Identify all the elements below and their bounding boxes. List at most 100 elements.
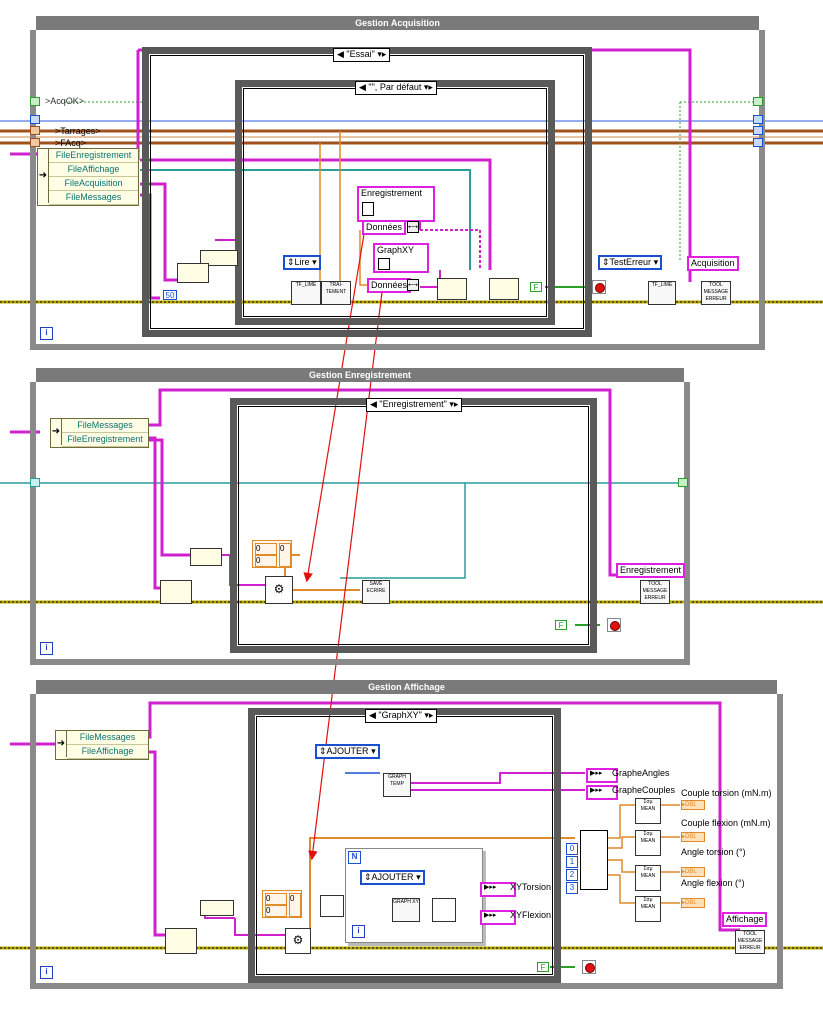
- iteration-terminal: i: [40, 642, 53, 655]
- label-facq: >FAcq>: [55, 138, 87, 148]
- arrow-donnees-to-aff: [308, 291, 383, 861]
- label-graphecouples: GrapheCouples: [612, 785, 676, 795]
- label-acqok: >AcqOK>: [45, 96, 85, 106]
- constant-false-acq: F: [530, 282, 542, 292]
- while-loop-enregistrement: Gestion Enregistrement i: [30, 368, 690, 665]
- index-constants: 0 1 2 3: [566, 843, 578, 894]
- tf-lime-node-2: TF_LIME: [648, 281, 676, 305]
- unbundle-acquisition: ➜ FileEnregistrement FileAffichage FileA…: [37, 148, 139, 206]
- label-xytorsion: XYTorsion: [510, 882, 552, 892]
- dbl-indicator: ▸DBL: [681, 800, 705, 810]
- shift-register-facq-out: [753, 138, 763, 147]
- dequeue-node-enr: [160, 580, 192, 604]
- grapheangles-terminal: ▶▸▸: [586, 768, 618, 783]
- cluster-constant-enr: 0 0 0: [252, 540, 292, 568]
- bundle-item: FileEnregistrement: [62, 433, 148, 447]
- dbl-indicator: ▸DBL: [681, 867, 705, 877]
- cluster-constant-aff: 0 0 0: [262, 890, 302, 918]
- stop-terminal-acq: [592, 280, 606, 294]
- for-loop: N i: [345, 848, 483, 943]
- enum-testerreur[interactable]: ⇕TestErreur ▾: [598, 255, 663, 270]
- while-loop-affichage: Gestion Affichage i: [30, 680, 783, 989]
- case-selector-enregistrement[interactable]: ◀ "Enregistrement" ▾▸: [366, 398, 463, 412]
- loop-title: Gestion Acquisition: [36, 16, 759, 30]
- bundle-item: FileAffichage: [67, 745, 148, 759]
- label-angle-torsion: Angle torsion (°): [681, 847, 746, 857]
- shift-register-blue-out: [753, 115, 763, 124]
- dequeue-node: [177, 263, 209, 283]
- shift-register-acqok-in: [30, 97, 40, 106]
- constant-false-enr: F: [555, 620, 567, 630]
- label-angle-flexion: Angle flexion (°): [681, 878, 745, 888]
- xytorsion-terminal: ▶▸▸: [480, 882, 516, 897]
- graph-temp-node: GRAPH TEMP: [383, 773, 411, 797]
- unbundle-node-aff: [200, 900, 234, 916]
- iteration-terminal: i: [40, 966, 53, 979]
- shift-register-teal-out: [678, 478, 688, 487]
- indicator-graphxy: GraphXY: [373, 243, 429, 273]
- unbundle-node-enr: [190, 548, 222, 566]
- bundle-donnees-2: Données: [367, 278, 412, 293]
- shift-register-facq-in: [30, 138, 40, 147]
- unbundle-enregistrement: ➜ FileMessages FileEnregistrement: [50, 418, 149, 448]
- bundle-item: FileAcquisition: [49, 177, 138, 191]
- indicator-enregistrement: Enregistrement: [357, 186, 435, 222]
- gear-icon: ⚙: [265, 576, 293, 604]
- label-tarrages: >Tarrages>: [55, 126, 101, 136]
- case-selector-graphxy[interactable]: ◀ "GraphXY" ▾▸: [365, 709, 438, 723]
- stop-terminal-aff: [582, 960, 596, 974]
- iteration-terminal: i: [40, 327, 53, 340]
- index-array-main: [580, 830, 608, 890]
- unbundle-node: [200, 250, 238, 266]
- bundle-item: FileMessages: [49, 191, 138, 205]
- label-acquisition: Acquisition: [687, 256, 739, 271]
- bundle-item: FileMessages: [67, 731, 148, 745]
- bundle-item: FileEnregistrement: [49, 149, 138, 163]
- shift-register-tarrages-in: [30, 126, 40, 135]
- case-selector-default[interactable]: ◀ "", Par défaut ▾▸: [355, 81, 437, 95]
- constant-50: 50: [163, 290, 177, 300]
- label-affichage: Affichage: [722, 912, 768, 927]
- gear-icon: ⚙: [285, 928, 311, 954]
- dbl-indicator: ▸DBL: [681, 832, 705, 842]
- bundle-item: FileAffichage: [49, 163, 138, 177]
- enum-ajouter-1[interactable]: ⇕AJOUTER ▾: [315, 744, 380, 759]
- case-selector-essai[interactable]: ◀ "Essai" ▾▸: [333, 48, 391, 62]
- unbundle-affichage: ➜ FileMessages FileAffichage: [55, 730, 149, 760]
- dbl-indicator: ▸DBL: [681, 898, 705, 908]
- enqueue-node-2: [489, 278, 519, 300]
- shift-register-acqok-out: [753, 97, 763, 106]
- graphecouples-terminal: ▶▸▸: [586, 785, 618, 800]
- label-grapheangles: GrapheAngles: [612, 768, 670, 778]
- dequeue-node-aff: [165, 928, 197, 954]
- label-xyflexion: XYFlexion: [510, 910, 552, 920]
- enqueue-node-1: [437, 278, 467, 300]
- loop-title: Gestion Affichage: [36, 680, 777, 694]
- queue-node-1: ⟷: [407, 221, 419, 233]
- enum-lire[interactable]: ⇕Lire ▾: [283, 255, 321, 270]
- shift-register-tarrages-out: [753, 126, 763, 135]
- shift-register-teal-in: [30, 478, 40, 487]
- label-couple-torsion: Couple torsion (mN.m): [681, 788, 772, 798]
- loop-title: Gestion Enregistrement: [36, 368, 684, 382]
- label-enregistrement-enr: Enregistrement: [616, 563, 686, 578]
- case-structure-enregistrement: [230, 398, 597, 653]
- tf-lime-node-1: TF_LIME: [291, 281, 321, 305]
- constant-false-aff: F: [537, 962, 549, 972]
- xyflexion-terminal: ▶▸▸: [480, 910, 516, 925]
- shift-register-blue-in: [30, 115, 40, 124]
- enum-ajouter-2[interactable]: ⇕AJOUTER ▾: [360, 870, 425, 885]
- queue-node-2: ⟷: [407, 279, 419, 291]
- graph-xy-node: GRAPH XY: [392, 898, 420, 922]
- bundle-donnees-1: Données: [362, 220, 407, 235]
- stop-terminal-enr: [607, 618, 621, 632]
- build-array-node: [432, 898, 456, 922]
